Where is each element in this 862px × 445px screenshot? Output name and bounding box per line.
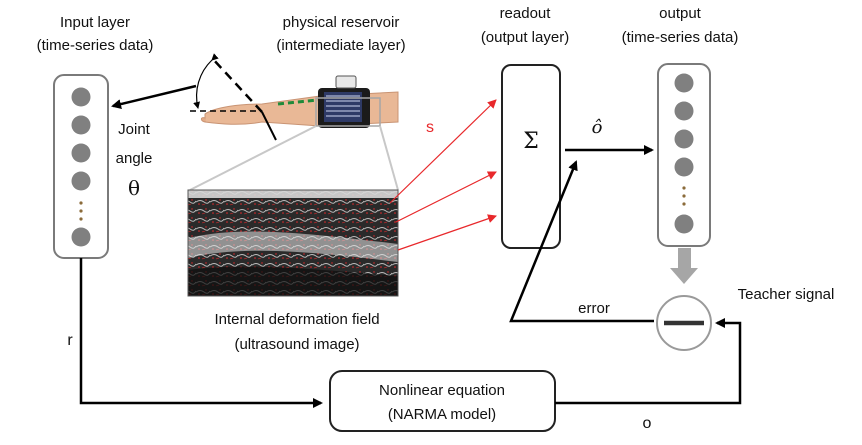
ultrasound-image: [187, 189, 399, 297]
s-label: s: [426, 119, 434, 136]
arm-illustration: [190, 53, 399, 141]
input-node: [71, 171, 91, 191]
reservoir-subtitle: (intermediate layer): [276, 37, 405, 54]
theta-symbol: θ: [128, 176, 140, 200]
readout-subtitle: (output layer): [481, 29, 569, 46]
deformation-title: Internal deformation field: [214, 311, 379, 328]
ellipsis-dot: [79, 209, 83, 213]
deformation-subtitle: (ultrasound image): [234, 336, 359, 353]
input-layer-title: Input layer: [60, 14, 130, 31]
ellipsis-dot: [682, 194, 686, 198]
output-subtitle: (time-series data): [622, 29, 739, 46]
input-nodes: [71, 87, 91, 247]
zoom-line-left: [189, 125, 317, 191]
teacher-path-arrow: [555, 318, 742, 405]
narma-title: Nonlinear equation: [379, 382, 505, 399]
o-hat-label: ô: [592, 117, 603, 138]
output-node: [674, 214, 694, 234]
output-node: [674, 73, 694, 93]
ellipsis-dot: [79, 201, 83, 205]
s-arrow: [395, 171, 497, 223]
s-arrow: [389, 99, 497, 204]
gray-arrow-head: [670, 268, 698, 284]
narma-subtitle: (NARMA model): [388, 406, 496, 423]
angle-label: angle: [116, 150, 153, 167]
reservoir-title: physical reservoir: [283, 14, 400, 31]
o-label: o: [643, 415, 652, 432]
error-feedback-arrow: [509, 160, 654, 323]
ellipsis-dot: [682, 186, 686, 190]
output-nodes: [674, 73, 694, 234]
output-node: [674, 157, 694, 177]
input-node: [71, 87, 91, 107]
input-layer-subtitle: (time-series data): [37, 37, 154, 54]
error-label: error: [578, 300, 610, 317]
output-layer-box: [657, 63, 711, 247]
teacher-signal-label: Teacher signal: [738, 286, 835, 303]
input-node: [71, 115, 91, 135]
output-title: output: [659, 5, 702, 22]
r-label: r: [67, 332, 73, 349]
input-node: [71, 227, 91, 247]
s-arrow: [397, 214, 497, 251]
readout-title: readout: [500, 5, 552, 22]
narma-box: [329, 370, 556, 432]
angle-to-input-arrow: [111, 84, 197, 109]
gray-arrow-shaft: [678, 248, 691, 270]
ellipsis-dot: [682, 202, 686, 206]
joint-label: Joint: [118, 121, 151, 138]
s-arrows: [389, 99, 497, 251]
sigma-symbol: Σ: [523, 129, 539, 154]
output-node: [674, 129, 694, 149]
zoom-line-right: [379, 125, 399, 191]
input-node: [71, 143, 91, 163]
r-path-arrow: [79, 258, 323, 408]
readout-box: [501, 64, 561, 249]
ellipsis-dot: [79, 217, 83, 221]
output-node: [674, 101, 694, 121]
probe-zoom-frame: [315, 97, 381, 127]
